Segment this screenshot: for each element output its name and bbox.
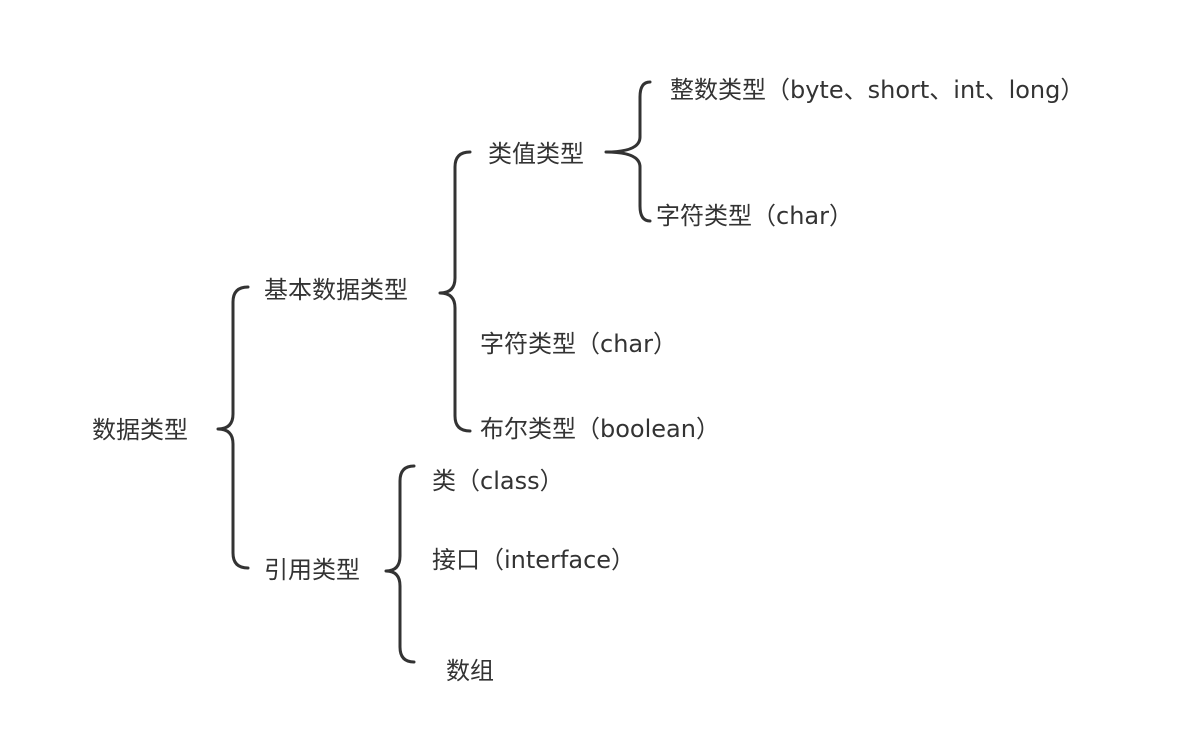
brace-primitive: [438, 150, 472, 433]
brace-reference: [384, 464, 416, 664]
node-integer-types: 整数类型（byte、short、int、long）: [670, 76, 1085, 104]
node-reference-types: 引用类型: [264, 556, 360, 584]
node-data-types: 数据类型: [92, 416, 188, 444]
node-class: 类（class）: [432, 467, 564, 495]
brace-numeric: [604, 80, 652, 223]
node-numeric-types: 类值类型: [488, 140, 584, 168]
node-array: 数组: [446, 657, 494, 685]
node-boolean-type: 布尔类型（boolean）: [480, 415, 720, 443]
brace-root: [216, 285, 250, 570]
node-numeric-char-type: 字符类型（char）: [656, 202, 853, 230]
node-char-type: 字符类型（char）: [480, 330, 677, 358]
node-primitive-types: 基本数据类型: [264, 276, 408, 304]
node-interface: 接口（interface）: [432, 546, 636, 574]
